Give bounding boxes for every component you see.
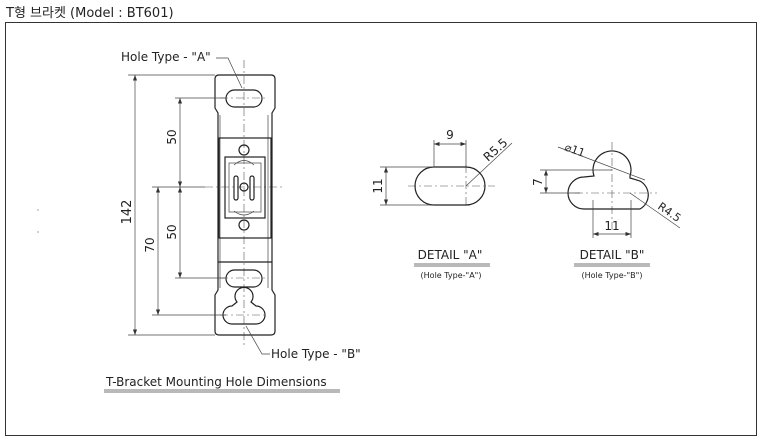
detail-b-offset-label: 7	[531, 178, 545, 186]
dim-lower-label: 50	[165, 224, 179, 239]
detail-a-title: DETAIL "A"	[418, 248, 483, 262]
hole-b-callout: Hole Type - "B"	[271, 347, 361, 361]
detail-b: 7 11 ⌀11 R4.5 DETAIL "B" (Hole Type-"B")	[531, 141, 683, 280]
detail-a-height-label: 11	[371, 178, 385, 193]
bracket-front-view	[205, 60, 283, 348]
detail-a: 9 11 R5.5 DETAIL "A" (Hole Type-"A")	[371, 128, 513, 280]
drawing-frame	[5, 22, 757, 436]
dim-to-b-label: 70	[143, 237, 157, 252]
dim-upper-label: 50	[165, 129, 179, 144]
detail-a-width-label: 9	[446, 128, 454, 142]
caption-text: T-Bracket Mounting Hole Dimensions	[105, 375, 327, 389]
main-dimensions: 142 50 50 70 Hole Type - "A" Hole Type -…	[120, 50, 361, 361]
detail-b-title: DETAIL "B"	[580, 248, 645, 262]
detail-b-radius-label: R4.5	[655, 200, 683, 225]
detail-b-subtitle: (Hole Type-"B")	[582, 271, 643, 280]
detail-b-width-label: 11	[604, 219, 619, 233]
hole-a-callout: Hole Type - "A"	[121, 50, 211, 64]
detail-a-subtitle: (Hole Type-"A")	[421, 271, 482, 280]
page-title: T형 브라켓 (Model : BT601)	[6, 6, 174, 21]
detail-b-diameter-label: ⌀11	[563, 141, 587, 160]
dim-total-label: 142	[120, 200, 135, 225]
detail-a-radius-label: R5.5	[481, 135, 511, 164]
drawing-caption: T-Bracket Mounting Hole Dimensions	[104, 375, 340, 393]
